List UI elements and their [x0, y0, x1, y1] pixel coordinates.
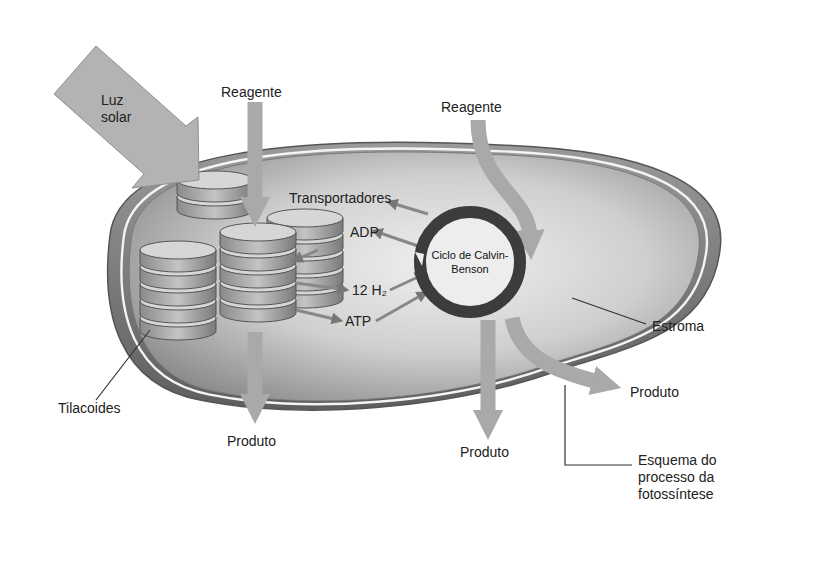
part-label: Produto: [630, 384, 679, 401]
cycle-circle: Ciclo de Calvin-Benson: [412, 204, 528, 320]
cycle-name: Ciclo de Calvin-Benson: [424, 248, 516, 276]
part-label: Transportadores: [289, 190, 391, 207]
part-label: Reagente: [441, 99, 502, 116]
part-label: Reagente: [221, 84, 282, 101]
cycle-ring: [412, 204, 528, 320]
part-label: Produto: [460, 444, 509, 461]
part-label: Luz solar: [101, 92, 141, 126]
part-label: Produto: [227, 433, 276, 450]
part-label: Estroma: [652, 318, 704, 335]
part-label: Tilacoides: [58, 400, 121, 417]
part-label: ATP: [345, 313, 371, 330]
part-label: Esquema do processo da fotossíntese: [638, 452, 730, 503]
part-label: 12 H₂: [352, 282, 387, 299]
part-label: ADP: [350, 224, 379, 241]
